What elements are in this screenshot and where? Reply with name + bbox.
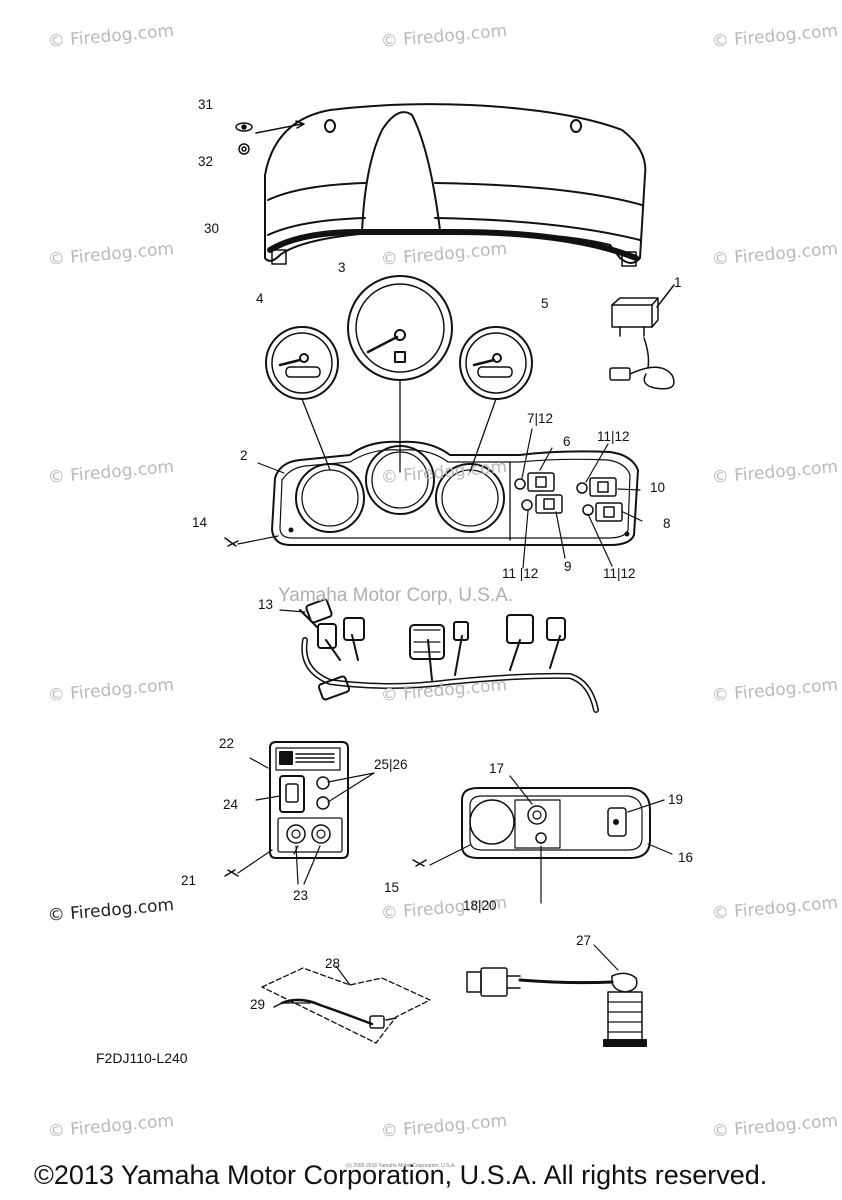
callout-11-12-bottom-left: 11 |12 — [502, 566, 539, 581]
callout-6: 6 — [563, 434, 571, 449]
screw-part-21 — [224, 849, 273, 877]
callout-21: 21 — [181, 873, 197, 888]
cable-part-27 — [466, 944, 647, 1047]
callout-31: 31 — [198, 97, 214, 112]
callout-4: 4 — [256, 291, 264, 306]
copyright-footer: ©2013 Yamaha Motor Corporation, U.S.A. A… — [34, 1160, 768, 1190]
gauges-parts-3-4-5 — [265, 275, 533, 473]
fastener-parts-31-32 — [235, 120, 305, 155]
callout-27: 27 — [576, 933, 592, 948]
switch-panel-part-22 — [249, 741, 375, 885]
callout-11-12-top: 11|12 — [597, 429, 630, 444]
callout-19: 19 — [668, 792, 684, 807]
callout-5: 5 — [541, 296, 549, 311]
module-part-1 — [609, 284, 675, 390]
callout-30: 30 — [204, 221, 220, 236]
callout-3: 3 — [338, 260, 346, 275]
screw-part-14 — [224, 535, 279, 547]
callout-16: 16 — [678, 850, 694, 865]
callout-2: 2 — [240, 448, 248, 463]
figure-code: F2DJ110-L240 — [96, 1050, 188, 1066]
callout-9: 9 — [564, 559, 572, 574]
tiny-credit: (c) 2000-2016 Yamaha Motor Corporation, … — [346, 1163, 456, 1169]
callout-14: 14 — [192, 515, 208, 530]
meter-panel-part-2 — [257, 428, 643, 569]
switch-panel-part-16 — [429, 775, 673, 904]
callout-17: 17 — [489, 761, 505, 776]
callout-32: 32 — [198, 154, 214, 169]
callout-28: 28 — [325, 956, 341, 971]
callout-22: 22 — [219, 736, 235, 751]
callout-23: 23 — [293, 888, 309, 903]
callout-7-12: 7|12 — [527, 411, 554, 426]
center-watermark: Yamaha Motor Corp, U.S.A. — [278, 585, 514, 606]
callout-15: 15 — [384, 880, 400, 895]
callout-8: 8 — [663, 516, 671, 531]
callout-24: 24 — [223, 797, 239, 812]
screw-part-15 — [412, 859, 427, 867]
wire-harness-part-13 — [279, 598, 599, 713]
wire-kit-parts-28-29 — [261, 965, 431, 1044]
callout-11-12-bottom-right: 11|12 — [603, 566, 636, 581]
callout-18-20: 18|20 — [463, 898, 497, 913]
callout-25-26: 25|26 — [374, 757, 408, 772]
callout-13: 13 — [258, 597, 274, 612]
callout-29: 29 — [250, 997, 266, 1012]
callout-10: 10 — [650, 480, 666, 495]
callout-1: 1 — [674, 275, 682, 290]
top-cover-part-30 — [264, 103, 647, 267]
